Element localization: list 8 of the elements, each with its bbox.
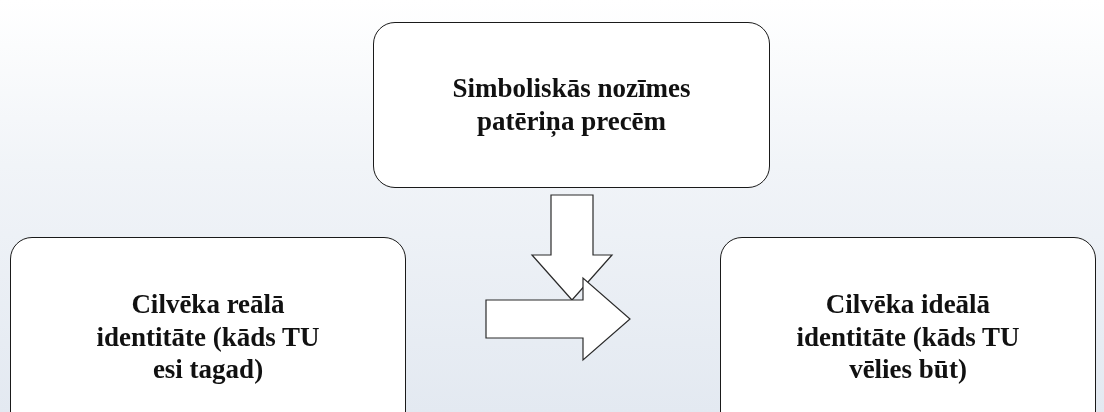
block-arrow [530, 194, 614, 301]
box-label: Cilvēka ideālā identitāte (kāds TU vēlies būt) [795, 287, 1021, 387]
rounded-box [720, 237, 1096, 412]
box-label: Simboliskās nozīmes patēriņa precēm [451, 72, 692, 138]
rounded-box [373, 22, 770, 188]
rounded-box [10, 237, 406, 412]
box-label: Cilvēka reālā identitāte (kāds TU esi tagad) [95, 287, 321, 387]
block-arrow [485, 276, 631, 362]
